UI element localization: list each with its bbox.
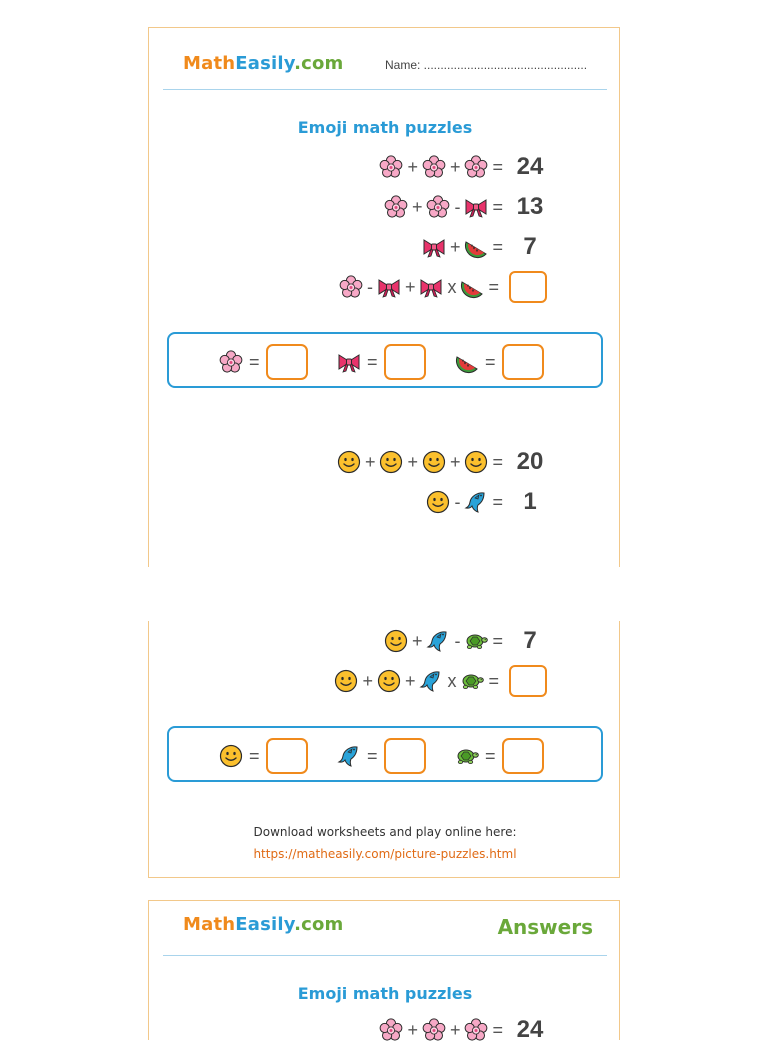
equation-result: 7 — [523, 627, 537, 654]
equation-result: 24 — [516, 153, 544, 180]
ribbon-bow-icon — [422, 235, 446, 259]
smiley-icon — [379, 450, 403, 474]
ribbon-bow-icon — [337, 350, 361, 374]
turtle-icon — [460, 669, 484, 693]
equation-row: + + = 24 — [379, 150, 547, 184]
turtle-icon — [455, 744, 479, 768]
watermelon-icon — [460, 275, 484, 299]
dolphin-icon — [337, 744, 361, 768]
brand-logo: MathEasily.com — [183, 53, 344, 74]
solution-input[interactable] — [501, 344, 544, 380]
equation-row: - + x = — [339, 270, 547, 304]
page-title: Emoji math puzzles — [297, 984, 473, 1003]
cherry-blossom-icon — [464, 155, 488, 179]
answers-page: MathEasily.com Answers Emoji math puzzle… — [148, 900, 620, 1043]
equation-result: 20 — [516, 448, 544, 475]
smiley-icon — [384, 629, 408, 653]
cherry-blossom-icon — [422, 155, 446, 179]
cherry-blossom-icon — [426, 195, 450, 219]
smiley-icon — [219, 744, 243, 768]
worksheet-page: MathEasily.com Name: ...................… — [148, 27, 620, 567]
solution-input[interactable] — [383, 344, 426, 380]
page-break-gap — [0, 567, 768, 621]
smiley-icon — [464, 450, 488, 474]
turtle-icon — [464, 629, 488, 653]
ribbon-bow-icon — [419, 275, 443, 299]
solution-input[interactable] — [265, 344, 308, 380]
equation-row: + + x = — [334, 664, 547, 698]
ribbon-bow-icon — [464, 195, 488, 219]
cherry-blossom-icon — [384, 195, 408, 219]
ribbon-bow-icon — [377, 275, 401, 299]
cherry-blossom-icon — [339, 275, 363, 299]
dolphin-icon — [426, 629, 450, 653]
smiley-icon — [377, 669, 401, 693]
worksheet-page-continued: + - = 7 + + x = = = = Downlo — [148, 621, 620, 878]
worksheet-link[interactable]: https://matheasily.com/picture-puzzles.h… — [253, 847, 517, 861]
watermelon-icon — [455, 350, 479, 374]
answers-label: Answers — [497, 915, 593, 939]
page-title: Emoji math puzzles — [297, 118, 473, 137]
solution-box: = = = — [167, 332, 603, 388]
equation-result: 13 — [516, 193, 544, 220]
watermelon-icon — [464, 235, 488, 259]
header-divider — [163, 955, 607, 956]
brand-logo: MathEasily.com — [183, 914, 344, 935]
smiley-icon — [422, 450, 446, 474]
answer-box[interactable] — [509, 271, 547, 303]
dolphin-icon — [464, 490, 488, 514]
equation-result: 7 — [523, 233, 537, 260]
equation-row: + + + = 20 — [337, 445, 547, 479]
cherry-blossom-icon — [219, 350, 243, 374]
header-divider — [163, 89, 607, 90]
equation-row: + = 7 — [422, 230, 547, 264]
cherry-blossom-icon — [379, 1018, 403, 1042]
solution-input[interactable] — [265, 738, 308, 774]
solution-input[interactable] — [383, 738, 426, 774]
equation-row: + + = 24 — [379, 1013, 547, 1047]
equation-row: + - = 7 — [384, 624, 547, 658]
solution-input[interactable] — [501, 738, 544, 774]
equation-row: - = 1 — [426, 485, 547, 519]
smiley-icon — [334, 669, 358, 693]
solution-box: = = = — [167, 726, 603, 782]
name-line: Name: ..................................… — [385, 58, 588, 72]
answer-box[interactable] — [509, 665, 547, 697]
smiley-icon — [426, 490, 450, 514]
equation-row: + - = 13 — [384, 190, 547, 224]
cherry-blossom-icon — [379, 155, 403, 179]
cherry-blossom-icon — [464, 1018, 488, 1042]
dolphin-icon — [419, 669, 443, 693]
cherry-blossom-icon — [422, 1018, 446, 1042]
equation-result: 1 — [523, 488, 537, 515]
download-note: Download worksheets and play online here… — [253, 825, 517, 839]
smiley-icon — [337, 450, 361, 474]
equation-result: 24 — [516, 1016, 544, 1043]
